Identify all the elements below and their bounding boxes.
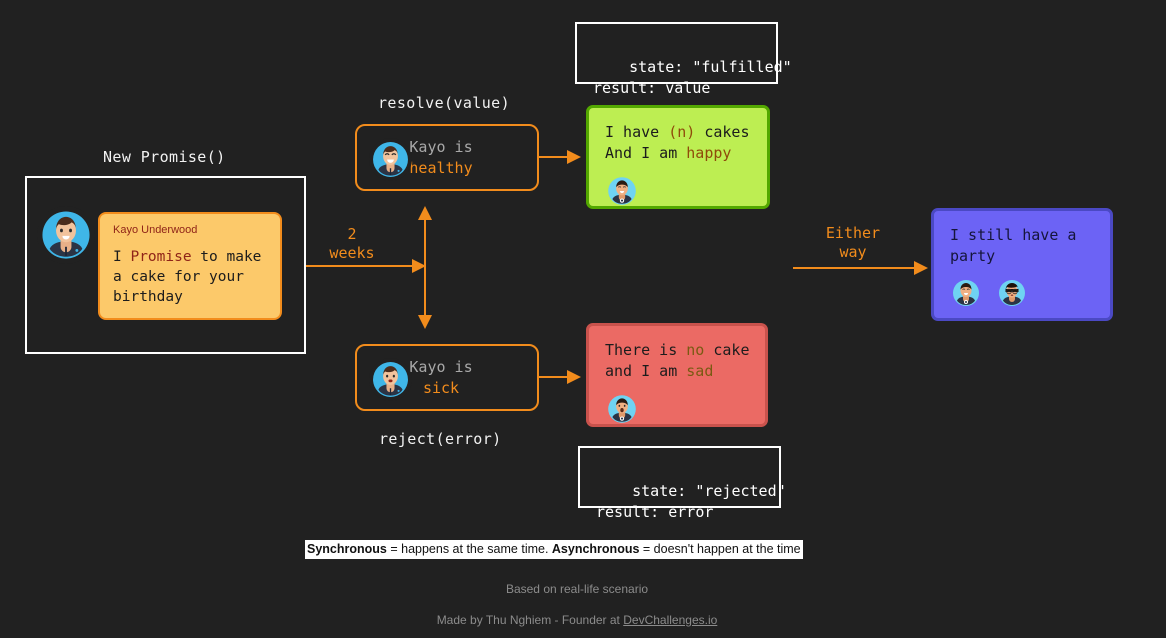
woman-smiling-avatar	[37, 206, 95, 264]
fulfilled-l1-post: cakes	[695, 123, 750, 141]
resolve-label: resolve(value)	[378, 94, 511, 112]
promise-message-text: I Promise to make a cake for your birthd…	[113, 247, 267, 307]
branch-healthy-pill: Kayo is healthy	[355, 124, 539, 191]
either-avatar-group	[950, 277, 1094, 309]
credit-line: Made by Thu Nghiem - Founder at DevChall…	[0, 613, 1154, 627]
rejected-l1-post: cake	[704, 341, 750, 359]
avatar	[369, 358, 412, 405]
avatar	[37, 206, 95, 268]
promise-line3: birthday	[113, 289, 183, 305]
result-card-rejected: There is no cake and I am sad	[586, 323, 768, 427]
reject-label: reject(error)	[379, 430, 502, 448]
async-definition: = doesn't happen at the time	[639, 542, 801, 556]
rejected-l1-keyword: no	[686, 341, 705, 359]
fulfilled-l1-pre: I have	[605, 123, 669, 141]
rejected-l2-pre: and I am	[605, 362, 687, 380]
promise-line1-pre: I	[113, 249, 131, 265]
sync-definition: = happens at the same time.	[386, 542, 552, 556]
definition-highlight: Synchronous = happens at the same time. …	[305, 540, 803, 559]
branch-sick-pill: Kayo is sick	[355, 344, 539, 411]
based-on-note: Based on real-life scenario	[505, 582, 649, 596]
state-box-fulfilled: state: "fulfilled" result: value	[575, 22, 792, 97]
promise-message-card: Kayo Underwood I Promise to make a cake …	[98, 212, 282, 320]
man-happy-avatar	[608, 177, 636, 205]
woman-sick-avatar	[369, 358, 412, 401]
fulfilled-l1-keyword: (n)	[668, 123, 696, 141]
either-way-label: Either way	[825, 224, 881, 261]
devchallenges-link[interactable]: DevChallenges.io	[623, 613, 718, 627]
woman-laughing-avatar	[369, 138, 412, 181]
fulfilled-avatar-group	[605, 174, 751, 208]
branch-sick-text: Kayo is sick	[357, 357, 537, 399]
async-term: Asynchronous	[551, 542, 640, 556]
promise-author-name: Kayo Underwood	[113, 224, 198, 236]
man-sad-avatar	[608, 395, 636, 423]
either-l1: I still have a	[950, 226, 1077, 244]
state-rejected-text: state: "rejected" result: error	[596, 482, 786, 521]
promise-line1-post: to make	[191, 249, 262, 265]
result-card-either-way: I still have a party	[931, 208, 1113, 321]
promise-line2: a cake for your	[113, 269, 244, 285]
sync-term: Synchronous	[307, 542, 387, 556]
sick-highlight: sick	[422, 378, 460, 397]
avatar	[369, 138, 412, 185]
branch-healthy-text: Kayo is healthy	[357, 137, 537, 179]
either-way-text: I still have a party	[950, 225, 1094, 267]
credit-prefix: Made by Thu Nghiem - Founder at	[436, 613, 624, 627]
promise-keyword: Promise	[130, 249, 192, 265]
two-weeks-label: 2 weeks	[329, 225, 375, 262]
sick-prefix: Kayo is	[409, 357, 473, 376]
woman-glasses-avatar	[999, 280, 1025, 306]
rejected-avatar-group	[605, 392, 749, 426]
either-l2: party	[950, 247, 996, 265]
fulfilled-l2-keyword: happy	[686, 144, 732, 162]
healthy-prefix: Kayo is	[409, 137, 473, 156]
fulfilled-l2-pre: And I am	[605, 144, 687, 162]
state-box-rejected: state: "rejected" result: error	[578, 446, 786, 521]
rejected-l2-keyword: sad	[686, 362, 714, 380]
result-card-fulfilled: I have (n) cakes And I am happy	[586, 105, 770, 209]
fulfilled-result-text: I have (n) cakes And I am happy	[605, 122, 751, 164]
healthy-highlight: healthy	[409, 158, 473, 177]
rejected-l1-pre: There is	[605, 341, 687, 359]
state-fulfilled-text: state: "fulfilled" result: value	[593, 58, 792, 97]
rejected-result-text: There is no cake and I am sad	[605, 340, 750, 382]
man-happy-avatar	[953, 280, 979, 306]
new-promise-label: New Promise()	[103, 148, 226, 166]
